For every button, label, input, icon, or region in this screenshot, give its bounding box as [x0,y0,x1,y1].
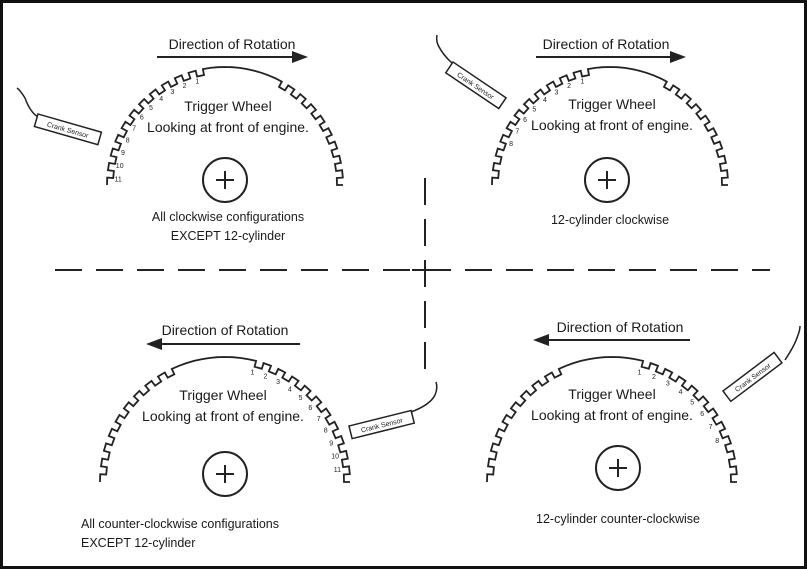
tooth-number: 7 [132,126,136,133]
caption-line-2: EXCEPT 12-cylinder [171,229,285,243]
tooth-number: 4 [679,389,683,396]
tooth-number: 2 [264,374,268,381]
tooth-number: 4 [543,97,547,104]
tooth-number: 11 [334,467,341,474]
tooth-number: 1 [637,369,641,376]
trigger-wheel-teeth [486,356,738,483]
tooth-number: 11 [114,176,121,183]
tooth-number: 8 [509,141,513,148]
tooth-number: 5 [299,395,303,402]
tooth-number: 3 [276,379,280,386]
tooth-number: 8 [715,438,719,445]
tooth-number: 10 [116,163,124,170]
trigger-wheel-teeth [106,66,344,186]
caption-line-1: 12-cylinder clockwise [551,213,669,227]
tooth-number: 9 [121,150,125,157]
arrow-bottom-right [533,334,690,346]
trigger-wheel-teeth [99,356,351,483]
wheel-subtitle: Looking at front of engine. [531,117,693,133]
tooth-number: 1 [250,369,254,376]
tooth-number: 3 [171,89,175,96]
arrow-top-right [536,51,686,63]
tooth-number: 1 [195,79,199,86]
tooth-number: 8 [324,428,328,435]
direction-label: Direction of Rotation [169,36,296,52]
tooth-number: 3 [666,381,670,388]
wheel-subtitle: Looking at front of engine. [531,407,693,423]
crank-sensor: Crank Sensor [435,34,508,110]
crank-sensor: Crank Sensor [348,381,438,440]
caption-line-1: All counter-clockwise configurations [81,517,279,531]
crank-center [584,157,630,203]
tooth-number: 2 [567,83,571,90]
tooth-number: 4 [288,386,292,393]
wheel-subtitle: Looking at front of engine. [147,119,309,135]
tooth-number: 6 [523,117,527,124]
wheel-subtitle: Looking at front of engine. [142,408,304,424]
wheel-title: Trigger Wheel [568,96,655,112]
crank-sensor: Crank Sensor [16,87,103,146]
tooth-number: 8 [126,138,130,145]
tooth-number: 6 [140,115,144,122]
direction-label: Direction of Rotation [543,36,670,52]
tooth-number: 2 [183,83,187,90]
wheel-title: Trigger Wheel [184,98,271,114]
trigger-wheel-teeth [491,66,729,186]
arrow-bottom-left [146,338,300,350]
tooth-number: 5 [149,105,153,112]
crank-center [595,445,641,491]
crank-sensor: Crank Sensor [721,325,801,403]
crank-center [202,157,248,203]
tooth-number: 5 [532,106,536,113]
tooth-number: 7 [515,129,519,136]
wheel-title: Trigger Wheel [179,387,266,403]
arrow-top-left [157,51,308,63]
tooth-number: 2 [652,374,656,381]
tooth-number: 9 [329,440,333,447]
tooth-number: 6 [700,411,704,418]
tooth-number: 3 [555,89,559,96]
tooth-number: 1 [580,79,584,86]
caption-line-1: All clockwise configurations [152,210,304,224]
tooth-number: 7 [709,424,713,431]
wheel-title: Trigger Wheel [568,386,655,402]
tooth-number: 5 [690,399,694,406]
crank-center [202,451,248,497]
tooth-number: 6 [308,405,312,412]
tooth-number: 10 [331,454,339,461]
tooth-number: 4 [159,96,163,103]
tooth-number: 7 [317,416,321,423]
caption-line-1: 12-cylinder counter-clockwise [536,512,700,526]
direction-label: Direction of Rotation [162,322,289,338]
direction-label: Direction of Rotation [557,319,684,335]
caption-line-2: EXCEPT 12-cylinder [81,536,195,550]
